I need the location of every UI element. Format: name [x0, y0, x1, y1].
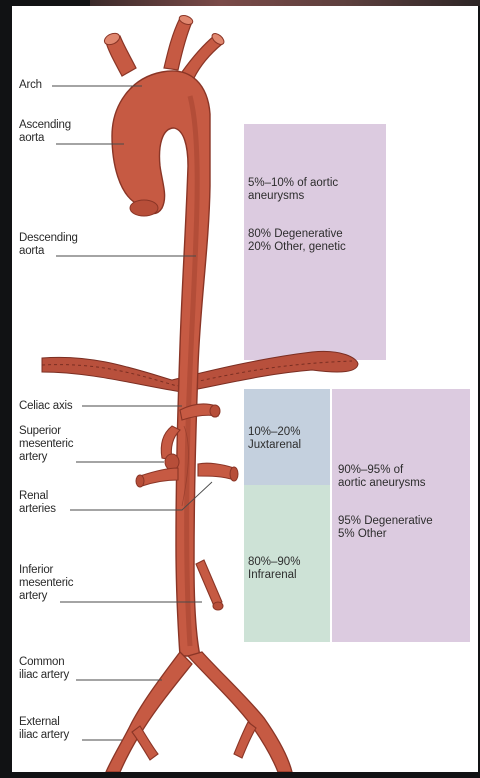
right-internal-iliac: [234, 722, 256, 758]
celiac-stump: [210, 405, 220, 417]
label-descending-aorta: Descending aorta: [19, 232, 78, 258]
label-common-iliac: Common iliac artery: [19, 656, 69, 682]
left-internal-iliac: [132, 726, 158, 760]
renal-artery-left: [198, 463, 234, 480]
label-celiac-axis: Celiac axis: [19, 400, 72, 413]
renal-stump-left: [230, 467, 238, 481]
diagram-canvas: 5%–10% of aortic aneurysms 80% Degenerat…: [12, 6, 478, 772]
ima-stump: [213, 602, 223, 610]
aortic-root: [130, 200, 158, 216]
label-superior-mesenteric: Superior mesenteric artery: [19, 425, 73, 464]
left-carotid-artery: [164, 18, 192, 70]
diaphragm: [42, 351, 358, 392]
label-renal-arteries: Renal arteries: [19, 490, 56, 516]
label-external-iliac: External iliac artery: [19, 716, 69, 742]
label-ascending-aorta: Ascending aorta: [19, 119, 71, 145]
renal-artery-right: [140, 468, 178, 486]
label-inferior-mesenteric: Inferior mesenteric artery: [19, 564, 73, 603]
aorta-illustration: [12, 6, 478, 772]
renal-stump-right: [136, 475, 144, 487]
inferior-mesenteric-artery: [196, 560, 222, 606]
label-arch: Arch: [19, 79, 42, 92]
